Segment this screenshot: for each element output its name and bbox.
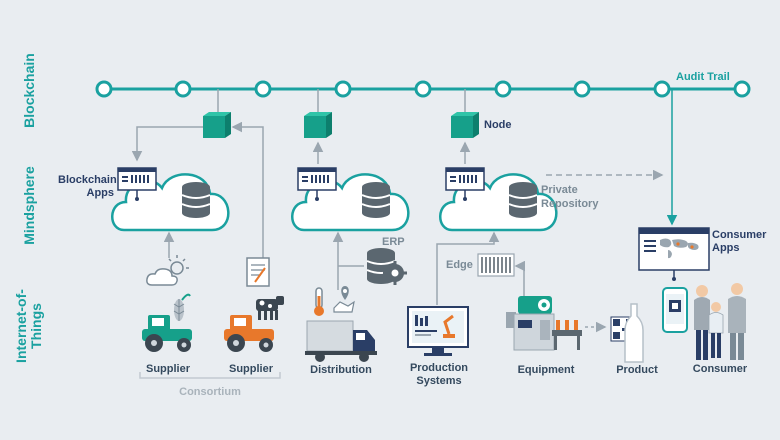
blockchain-apps-line1: Blockchain (58, 174, 117, 186)
grain-icon (173, 293, 191, 321)
tractor-icon-orange (224, 315, 274, 352)
blockchain-node-points (95, 80, 751, 98)
chain-node-1 (95, 80, 113, 98)
server-gear-icon (366, 247, 407, 285)
supplier-label-1: Supplier (145, 363, 191, 375)
private-repository-label: Private Repository (541, 183, 598, 211)
database-icon-1 (181, 181, 211, 219)
chain-node-8 (653, 80, 671, 98)
cloud-distribution (290, 167, 410, 232)
production-systems-label: Production Systems (410, 362, 468, 388)
cloud-private-repository (438, 167, 558, 232)
erp-label: ERP (382, 236, 405, 248)
consortium-label: Consortium (179, 386, 241, 398)
consumer-apps-window (638, 227, 710, 281)
edge-label: Edge (446, 259, 473, 271)
equipment-label: Equipment (517, 364, 575, 376)
blockchain-apps-label: Blockchain Apps (58, 174, 117, 200)
private-repo-line2: Repository (541, 198, 599, 210)
chain-node-5 (414, 80, 432, 98)
truck-icon (305, 320, 377, 362)
document-icon (246, 257, 270, 287)
cloud-blockchain-apps (110, 167, 230, 232)
chain-node-4 (334, 80, 352, 98)
tractor-icon-teal (142, 315, 192, 352)
consumer-apps-line2: Apps (712, 242, 740, 254)
database-icon-2 (361, 181, 391, 219)
machine-icon (506, 296, 582, 351)
cube-icon-1 (203, 112, 231, 138)
cube-icon-2 (304, 112, 332, 138)
blockchain-apps-line2: Apps (86, 187, 115, 199)
distribution-label: Distribution (310, 364, 372, 376)
supplier-label-2: Supplier (228, 363, 274, 375)
cow-icon (256, 296, 284, 320)
consumer-apps-label: Consumer Apps (712, 229, 766, 255)
consortium-bracket (139, 372, 281, 379)
chain-node-2 (174, 80, 192, 98)
chain-node-9 (733, 80, 751, 98)
people-icon (694, 283, 746, 360)
robot-arm-icon (443, 314, 455, 338)
chain-node-7 (573, 80, 591, 98)
phone-icon (662, 287, 688, 333)
monitor-icon (407, 306, 469, 356)
production-line2: Systems (416, 375, 462, 387)
production-line1: Production (409, 362, 469, 374)
private-repo-line1: Private (541, 184, 578, 196)
chain-node-3 (254, 80, 272, 98)
consumer-label: Consumer (692, 363, 748, 375)
consumer-apps-line1: Consumer (712, 229, 767, 241)
cube-icon-3 (451, 112, 479, 138)
weather-icon (146, 255, 189, 286)
audit-trail-label: Audit Trail (676, 71, 730, 83)
edge-device-icon (477, 253, 515, 277)
product-label: Product (616, 364, 658, 376)
map-pin-icon (333, 286, 355, 313)
database-icon-3 (508, 181, 538, 219)
node-label: Node (484, 119, 512, 131)
bottle-icon (624, 303, 644, 363)
world-map-icon (660, 238, 699, 259)
chain-node-6 (494, 80, 512, 98)
thermometer-icon (314, 287, 324, 316)
